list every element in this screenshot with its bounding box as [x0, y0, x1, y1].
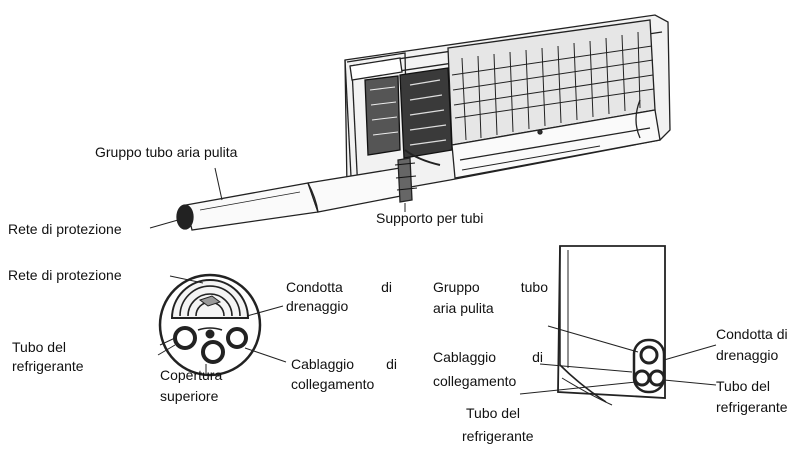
label-tubo-del-left: Tubo del — [12, 339, 66, 355]
label-gruppo-tubo-aria-pulita: Gruppo tubo aria pulita — [95, 144, 238, 160]
indoor-unit-drawing — [344, 14, 671, 197]
label-collegamento-left: collegamento — [291, 376, 375, 392]
label-word: Cablaggio — [291, 356, 355, 372]
label-word: tubo — [520, 279, 548, 295]
label-word: di — [386, 356, 397, 372]
label-word: Gruppo — [433, 279, 480, 295]
label-refrigerante-bottom: refrigerante — [462, 428, 534, 444]
label-aria-pulita-right: aria pulita — [433, 300, 494, 316]
side-view-drawing — [557, 245, 666, 406]
label-word: Condotta — [286, 279, 343, 295]
label-drenaggio-right: drenaggio — [716, 347, 779, 363]
label-superiore: superiore — [160, 388, 219, 404]
label-condotta-di-right: Condotta di — [716, 326, 788, 342]
label-rete-di-protezione-section: Rete di protezione — [8, 267, 122, 283]
side-view-leader-lines — [519, 325, 717, 395]
label-cablaggio-di-right: Cablaggio di — [433, 349, 543, 366]
label-refrigerante-left: refrigerante — [12, 358, 84, 374]
label-word: Cablaggio — [433, 349, 497, 365]
label-cablaggio-di-left: Cablaggio di — [291, 356, 397, 373]
label-copertura: Copertura — [160, 367, 223, 383]
label-condotta-di-drenaggio-left: Condotta di — [286, 279, 392, 296]
label-refrigerante-right: refrigerante — [716, 399, 788, 415]
label-gruppo-tubo-right: Gruppo tubo — [433, 279, 548, 296]
label-collegamento-right: collegamento — [433, 373, 517, 389]
label-tubo-del-bottom: Tubo del — [466, 405, 520, 421]
label-rete-di-protezione-top: Rete di protezione — [8, 221, 122, 237]
label-word: di — [532, 349, 543, 365]
label-drenaggio-left: drenaggio — [286, 298, 349, 314]
label-supporto-per-tubi: Supporto per tubi — [376, 210, 484, 226]
cross-section-circle — [158, 273, 262, 377]
circle-leader-lines — [157, 275, 287, 376]
label-word: di — [381, 279, 392, 295]
label-tubo-del-right: Tubo del — [716, 378, 770, 394]
clean-air-tube — [176, 157, 418, 231]
top-leader-lines — [149, 167, 406, 229]
